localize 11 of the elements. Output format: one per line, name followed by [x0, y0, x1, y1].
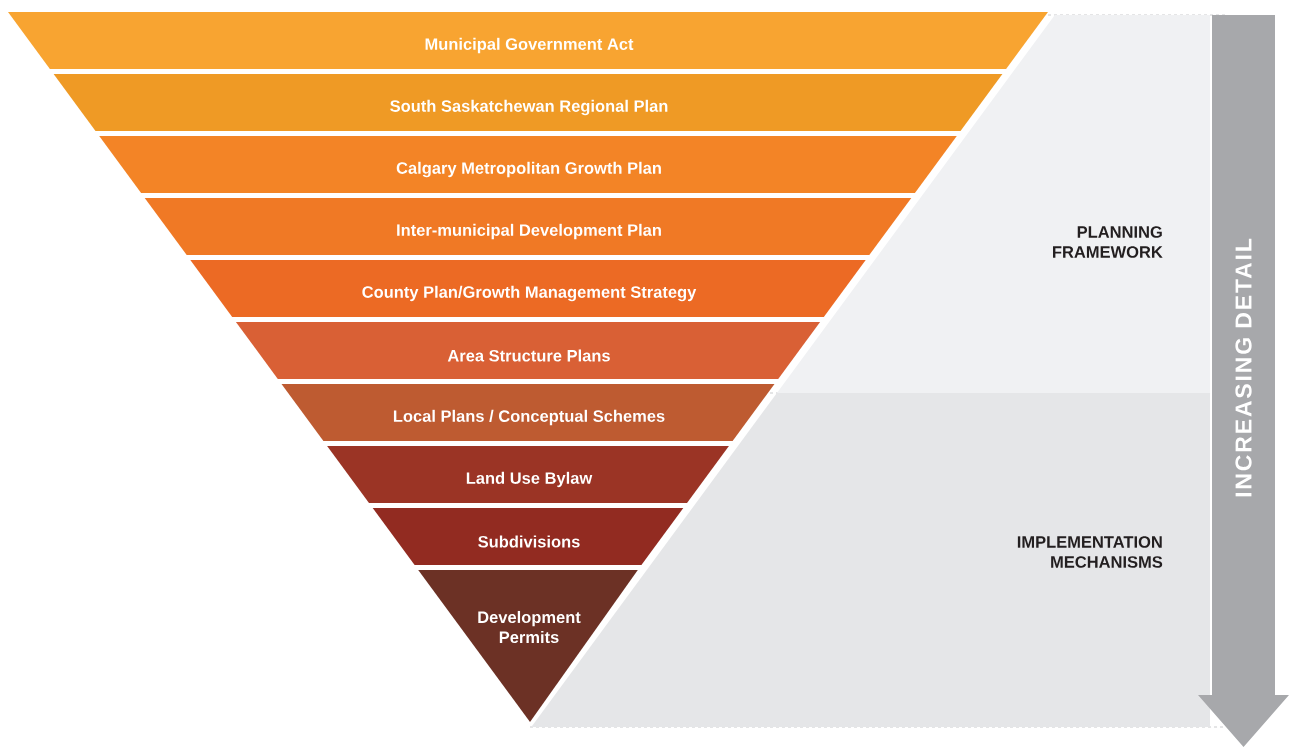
pyramid-band: Area Structure Plans — [235, 322, 821, 379]
pyramid-band: Inter-municipal Development Plan — [144, 198, 912, 255]
pyramid-band: County Plan/Growth Management Strategy — [190, 260, 866, 317]
pyramid-band: Subdivisions — [372, 508, 684, 565]
pyramid-band: Calgary Metropolitan Growth Plan — [99, 136, 957, 193]
pyramid-band: Development Permits — [418, 570, 638, 722]
pyramid-band: South Saskatchewan Regional Plan — [53, 74, 1003, 131]
pyramid-band: Local Plans / Conceptual Schemes — [281, 384, 775, 441]
section-band: PLANNING FRAMEWORK — [776, 15, 1210, 393]
pyramid-band: Land Use Bylaw — [327, 446, 729, 503]
pyramid-band: Municipal Government Act — [8, 12, 1048, 69]
